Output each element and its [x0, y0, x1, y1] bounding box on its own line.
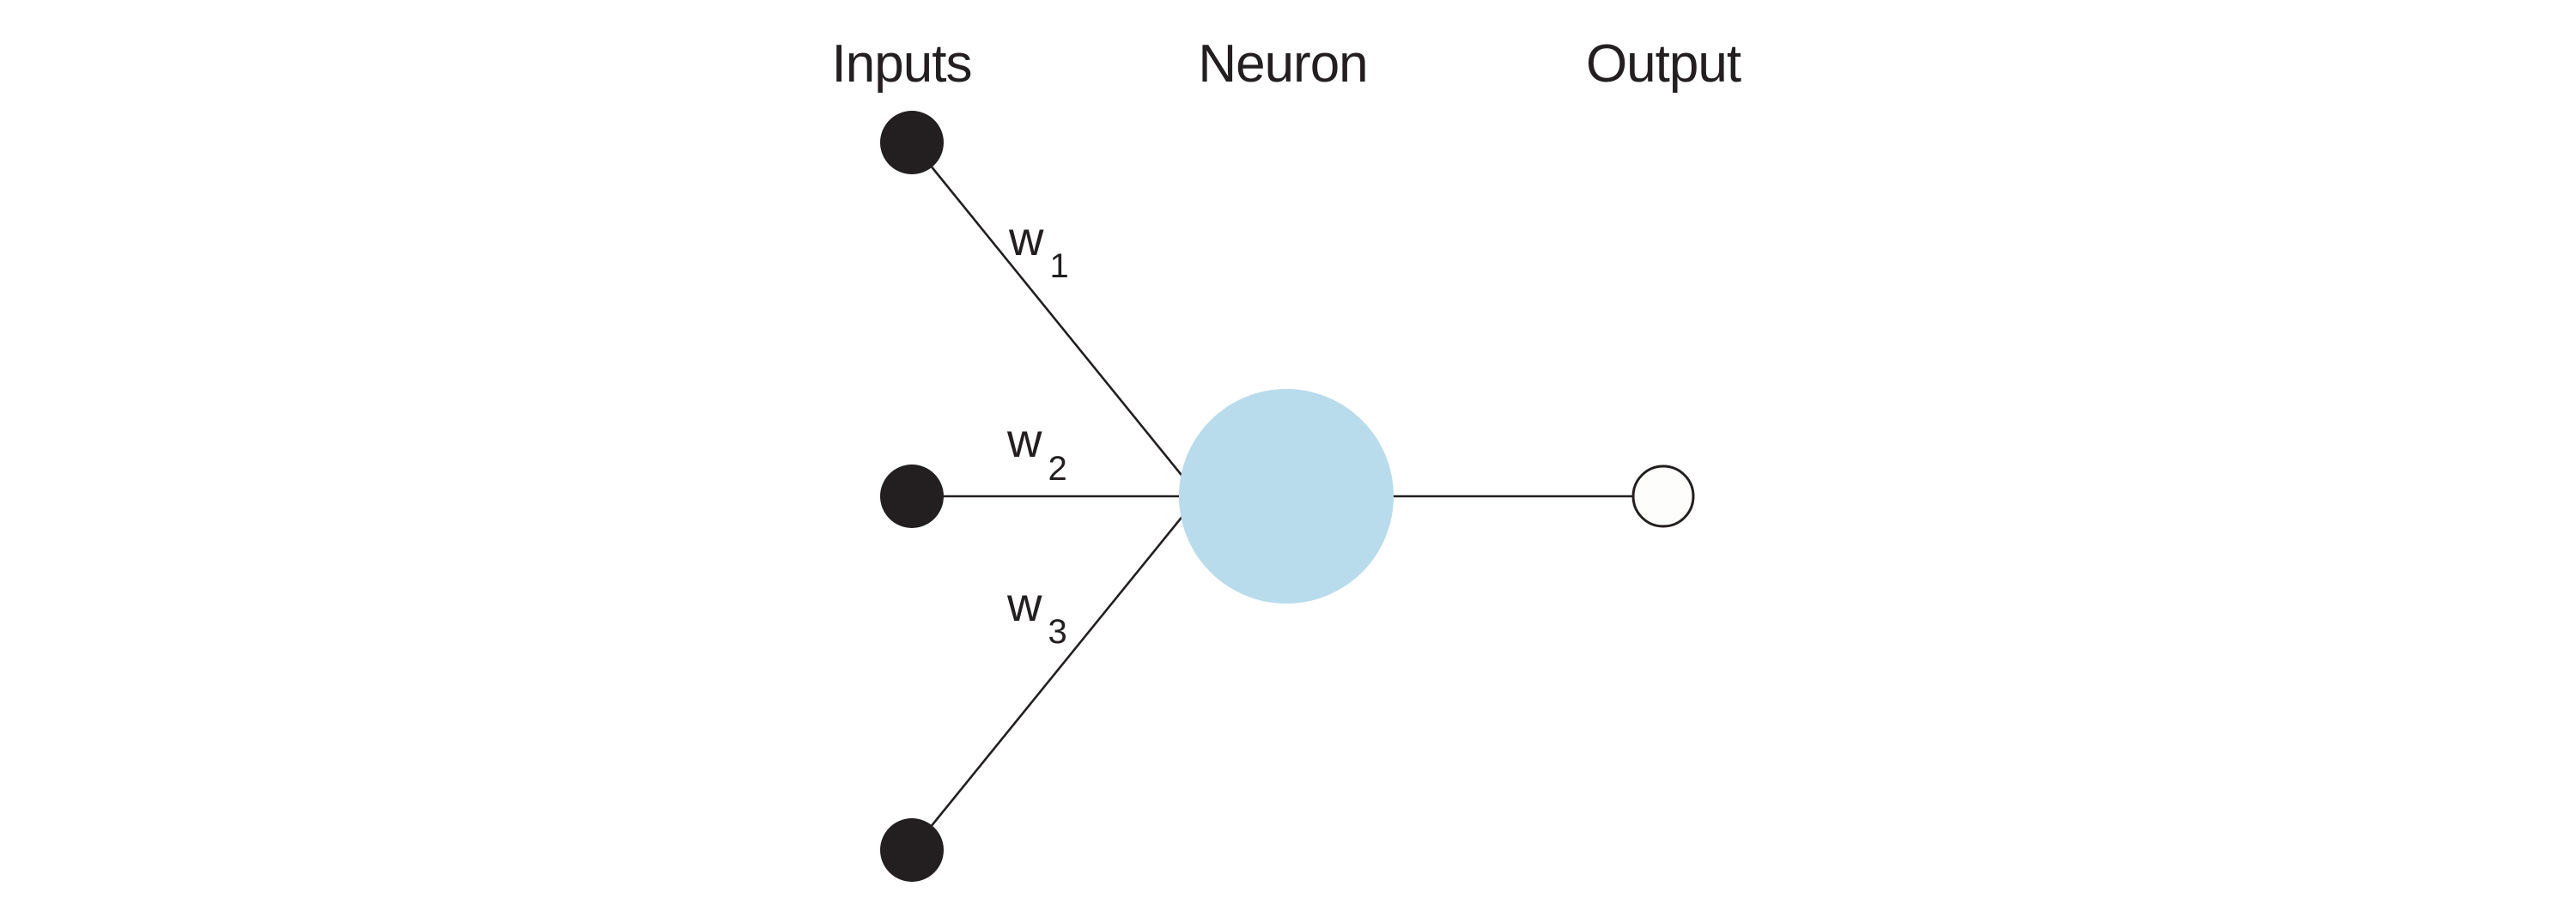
- weight-label-2: w2: [1006, 413, 1067, 488]
- edge-input1-neuron: [910, 142, 1200, 497]
- column-labels-layer: Inputs Neuron Output: [832, 34, 1742, 94]
- nodes-layer: [880, 111, 1695, 882]
- weight-label-1-subscript: 1: [1049, 247, 1068, 285]
- neuron-label: Neuron: [1198, 34, 1367, 94]
- inputs-label: Inputs: [832, 34, 972, 94]
- weight-label-2-subscript: 2: [1048, 450, 1066, 488]
- weight-label-3: w3: [1006, 577, 1067, 651]
- input-node-3: [880, 818, 944, 882]
- input-node-1: [880, 111, 944, 174]
- output-node: [1631, 465, 1695, 528]
- neuron-node: [1179, 389, 1394, 604]
- weight-label-3-subscript: 3: [1048, 613, 1066, 651]
- edge-input3-neuron: [910, 495, 1200, 851]
- input-node-2: [880, 465, 944, 528]
- output-label: Output: [1586, 34, 1741, 94]
